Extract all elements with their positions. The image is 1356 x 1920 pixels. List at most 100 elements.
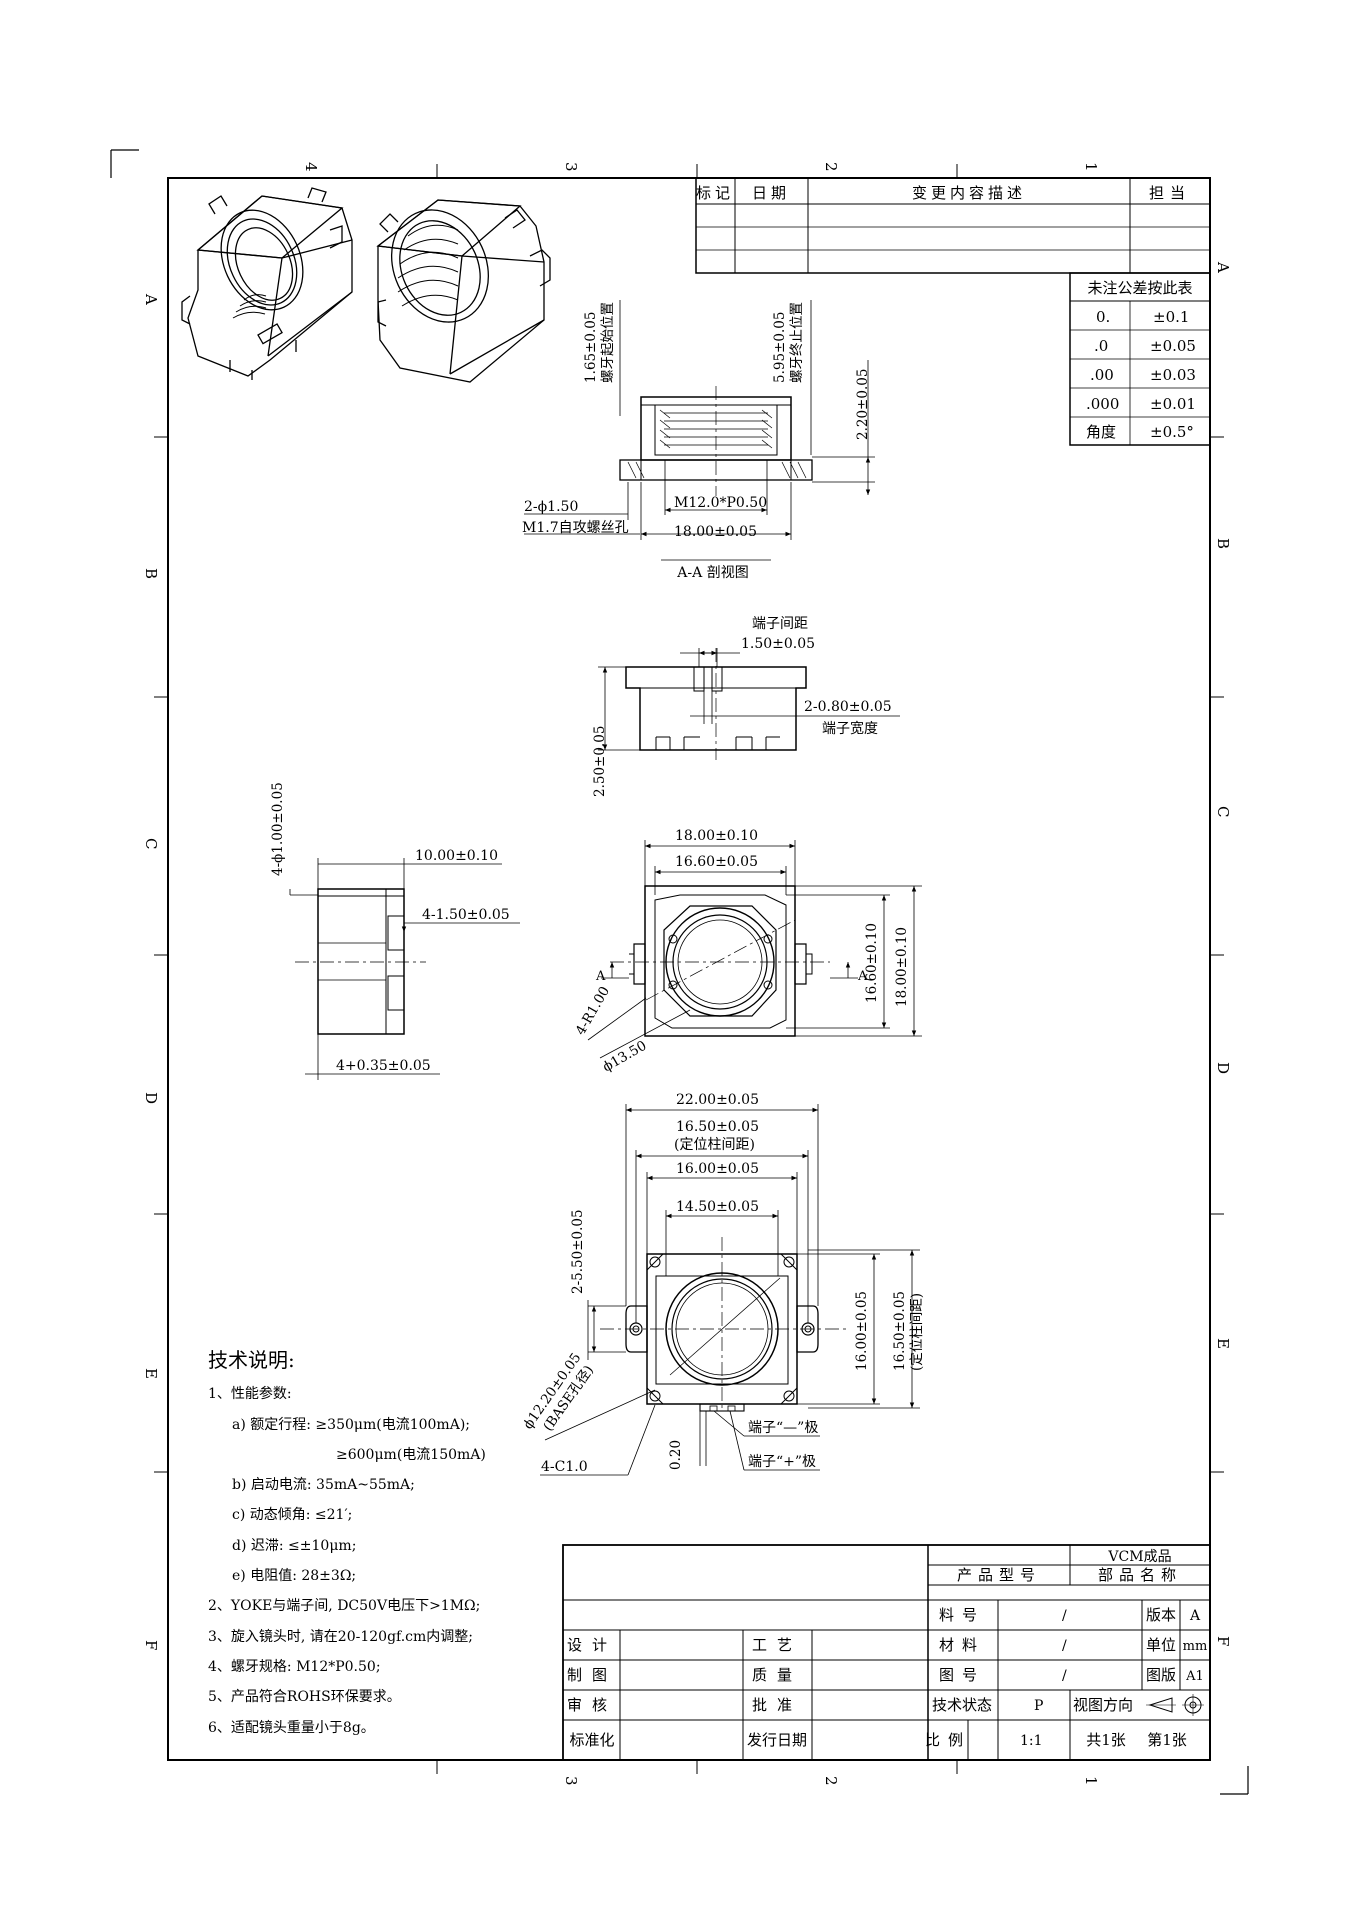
row-label-right-c: C: [1214, 806, 1232, 817]
revision-table: [695, 177, 1211, 274]
tol-key-3: .000: [1086, 395, 1119, 413]
col-label-top-3: 3: [562, 162, 580, 172]
dim-top-outer: 18.00±0.10: [675, 828, 758, 844]
label-terminal-positive: 端子“+”极: [748, 1454, 816, 1470]
dim-bottom-pins: 16.50±0.05: [676, 1119, 759, 1135]
title-version-value: A: [1189, 1608, 1201, 1624]
notes-title: 技术说明:: [208, 1348, 295, 1372]
top-view-dimensions: [587, 840, 922, 1059]
row-label-left-f: F: [142, 1640, 160, 1650]
title-drafter: 制图: [567, 1666, 617, 1684]
note-item: c) 动态倾角: ≤21′;: [232, 1507, 353, 1524]
title-product: VCM成品: [1107, 1549, 1171, 1565]
title-state-value: P: [1034, 1698, 1043, 1714]
note-item: d) 迟滞: ≤±10μm;: [232, 1537, 357, 1554]
label-terminal-negative: 端子“—”极: [748, 1420, 818, 1436]
title-block: [562, 1544, 1211, 1761]
label-terminal-width: 端子宽度: [822, 720, 878, 737]
dim-section-thread: M12.0*P0.50: [674, 495, 767, 511]
side-view-dimensions: [289, 858, 520, 1080]
dim-bottom-offset: 2-5.50±0.05: [570, 1209, 586, 1294]
note-item: a) 额定行程: ≥350μm(电流100mA);: [232, 1416, 470, 1433]
title-material-value: /: [1062, 1638, 1067, 1654]
title-material-no: 料号: [939, 1606, 985, 1624]
dim-bottom-body-v: 16.00±0.05: [854, 1291, 870, 1371]
rev-header-owner: 担当: [1149, 184, 1191, 202]
title-approve: 批准: [752, 1696, 802, 1714]
isometric-view-bottom: [376, 199, 551, 383]
terminal-view: [625, 648, 807, 760]
dim-terminal-height: 2.50±0.05: [592, 726, 608, 797]
dim-bottom-pins-v: 16.50±0.05: [892, 1291, 908, 1371]
rev-header-date: 日期: [752, 184, 790, 202]
row-label-left-c: C: [142, 838, 160, 849]
title-review: 审核: [567, 1696, 617, 1714]
label-terminal-pitch: 端子间距: [752, 616, 808, 632]
title-standard: 标准化: [569, 1731, 614, 1749]
title-version: 版本: [1146, 1606, 1176, 1624]
tol-key-0: 0.: [1096, 308, 1110, 326]
tol-val-1: ±0.05: [1150, 337, 1196, 355]
tol-val-2: ±0.03: [1150, 366, 1196, 384]
row-label-right-b: B: [1214, 538, 1232, 549]
top-view: [610, 885, 830, 1037]
row-label-left-e: E: [142, 1368, 160, 1379]
dim-thread-end: 5.95±0.05: [772, 312, 788, 383]
note-item: 2、YOKE与端子间, DC50V电压下>1MΩ;: [208, 1598, 481, 1615]
title-model-label: 产品型号: [957, 1566, 1041, 1584]
bottom-view: [600, 1237, 846, 1412]
col-label-top-2: 2: [822, 162, 840, 172]
note-item: ≥600μm(电流150mA): [336, 1446, 486, 1463]
col-label-top-1: 1: [1082, 162, 1100, 172]
bottom-view-dimensions: [540, 1104, 920, 1476]
dim-top-diameter: ϕ13.50: [600, 1038, 649, 1076]
title-unit-value: mm: [1183, 1639, 1208, 1654]
row-label-right-d: D: [1214, 1062, 1232, 1074]
row-label-left-d: D: [142, 1092, 160, 1104]
dim-bottom-gap: 0.20: [668, 1440, 684, 1470]
section-mark-right: A: [857, 969, 868, 984]
col-label-top-4: 4: [302, 162, 320, 172]
title-sheet-size: 图版: [1146, 1666, 1176, 1684]
title-part-label: 部品名称: [1098, 1566, 1182, 1584]
title-material: 材料: [939, 1636, 985, 1654]
col-label-bottom-3: 3: [562, 1776, 580, 1786]
title-release-date: 发行日期: [747, 1731, 807, 1749]
tol-val-0: ±0.1: [1153, 308, 1189, 326]
dim-top-inner: 16.60±0.05: [675, 854, 758, 870]
grid-labels: 4 3 2 1 3 2 1 A B C D E F A B C D E F: [142, 162, 1232, 1786]
section-mark-left: A: [595, 969, 606, 984]
col-label-bottom-2: 2: [822, 1776, 840, 1786]
caption-section: A-A 剖视图: [676, 565, 748, 581]
title-view-direction: 视图方向: [1073, 1696, 1133, 1714]
dim-top-outer-v: 18.00±0.10: [894, 927, 910, 1007]
corner-marks: [110, 149, 1249, 1795]
title-sheet-size-value: A1: [1185, 1669, 1204, 1684]
title-sheets: 共1张: [1086, 1731, 1126, 1749]
tolerance-title: 未注公差按此表: [1087, 279, 1192, 297]
title-scale-value: 1:1: [1020, 1733, 1043, 1749]
label-section-holes: M1.7自攻螺丝孔: [522, 520, 629, 536]
row-label-left-b: B: [142, 568, 160, 579]
grid-ticks: [154, 164, 1224, 1774]
tol-val-3: ±0.01: [1150, 395, 1196, 413]
note-item: 1、性能参数:: [208, 1386, 292, 1403]
row-label-left-a: A: [142, 293, 160, 305]
technical-notes: 技术说明: 1、性能参数: a) 额定行程: ≥350μm(电流100mA); …: [208, 1345, 538, 1743]
tol-val-4: ±0.5°: [1150, 423, 1194, 441]
title-material-no-value: /: [1062, 1608, 1067, 1624]
title-sheet-no: 第1张: [1147, 1731, 1187, 1749]
label-bottom-pins-v: (定位柱间距): [909, 1293, 925, 1371]
title-unit: 单位: [1146, 1636, 1176, 1654]
label-thread-start: 螺牙起始位置: [600, 302, 616, 383]
note-item: 6、适配镜头重量小于8g。: [208, 1719, 375, 1736]
dim-section-width: 18.00±0.05: [674, 524, 757, 540]
rev-header-mark: 标记: [696, 184, 734, 202]
dim-section-height: 2.20±0.05: [855, 369, 871, 440]
dim-side-length: 10.00±0.10: [415, 848, 498, 864]
dim-terminal-width: 2-0.80±0.05: [804, 699, 892, 715]
side-view: [295, 888, 426, 1035]
dim-bottom-chamfer: 4-C1.0: [541, 1459, 588, 1475]
title-drawing-no: 图号: [939, 1666, 985, 1684]
